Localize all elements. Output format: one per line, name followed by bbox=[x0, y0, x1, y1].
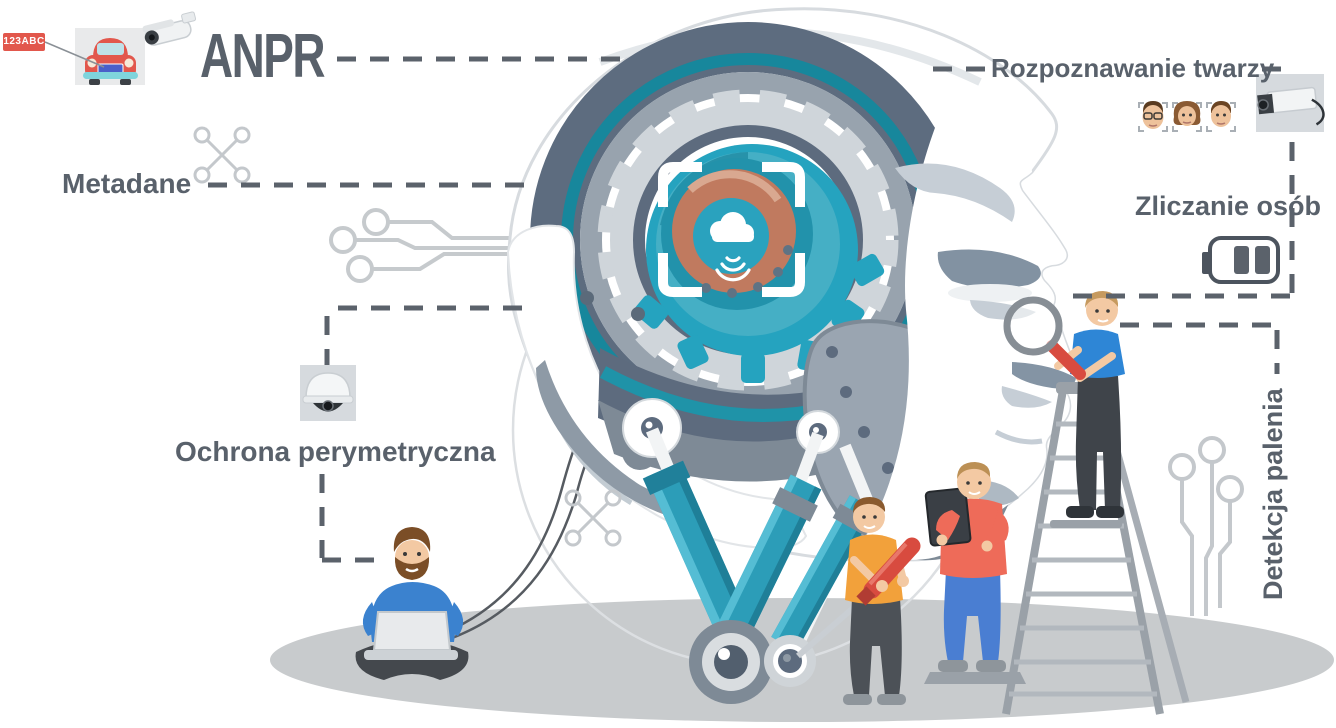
wrench-tools-icon bbox=[193, 126, 251, 184]
people-counter-icon bbox=[1202, 236, 1280, 284]
dome-camera-icon bbox=[300, 365, 356, 421]
circuit-trace-right-icon bbox=[1168, 436, 1244, 616]
robot-head-illustration bbox=[506, 7, 1082, 704]
robot-face-features bbox=[895, 163, 1076, 506]
robot-wheel-small bbox=[764, 635, 816, 687]
piston-left bbox=[642, 460, 753, 642]
laptop bbox=[364, 611, 458, 660]
focus-brackets-icon bbox=[658, 162, 805, 297]
cloud-icon bbox=[710, 212, 754, 242]
car-license-plate-image bbox=[44, 28, 145, 85]
label-face-recognition: Rozpoznawanie twarzy bbox=[991, 53, 1275, 83]
connector-perimeter-lower bbox=[319, 474, 376, 563]
sitting-developer bbox=[355, 527, 469, 680]
signal-waves-icon bbox=[715, 256, 751, 282]
tablet-engineer bbox=[924, 462, 1026, 684]
robot-copper-gear bbox=[672, 169, 796, 298]
label-people-counting: Zliczanie osób bbox=[1135, 191, 1322, 221]
connectors bbox=[208, 56, 1295, 563]
bullet-camera-icon bbox=[142, 11, 197, 46]
faces-icon bbox=[1138, 101, 1236, 132]
connector-perimeter bbox=[324, 305, 522, 368]
robot-wheel-large bbox=[689, 620, 773, 704]
connector-smoke-detection bbox=[1120, 322, 1280, 374]
box-camera-icon bbox=[1256, 74, 1325, 132]
screwdriver-worker bbox=[796, 497, 921, 705]
magnifier-icon bbox=[1003, 296, 1086, 380]
circuit-trace-left-icon bbox=[329, 208, 545, 283]
label-metadata: Metadane bbox=[62, 168, 192, 199]
license-plate-tag: 123ABC bbox=[3, 33, 45, 51]
magnifier-inspector bbox=[1003, 291, 1125, 528]
connector-face-recognition bbox=[933, 66, 1295, 299]
label-perimeter-protection: Ochrona perymetryczna bbox=[175, 436, 496, 467]
label-anpr: ANPR bbox=[200, 22, 326, 91]
label-smoke-detection: Detekcja palenia bbox=[1258, 388, 1288, 600]
